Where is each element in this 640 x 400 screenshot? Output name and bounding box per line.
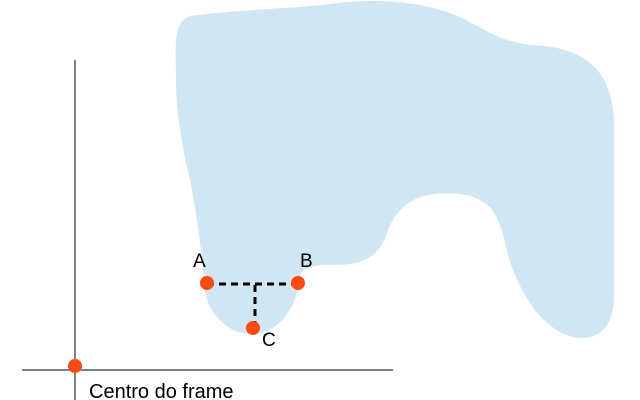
label-a: A (193, 251, 206, 272)
origin-point (68, 359, 82, 373)
point-a (200, 276, 214, 290)
origin-label: Centro do frame (89, 381, 234, 400)
label-b: B (300, 251, 313, 272)
label-c: C (262, 330, 276, 351)
point-b (291, 276, 305, 290)
blob-shape (175, 1, 614, 339)
point-c (246, 321, 260, 335)
